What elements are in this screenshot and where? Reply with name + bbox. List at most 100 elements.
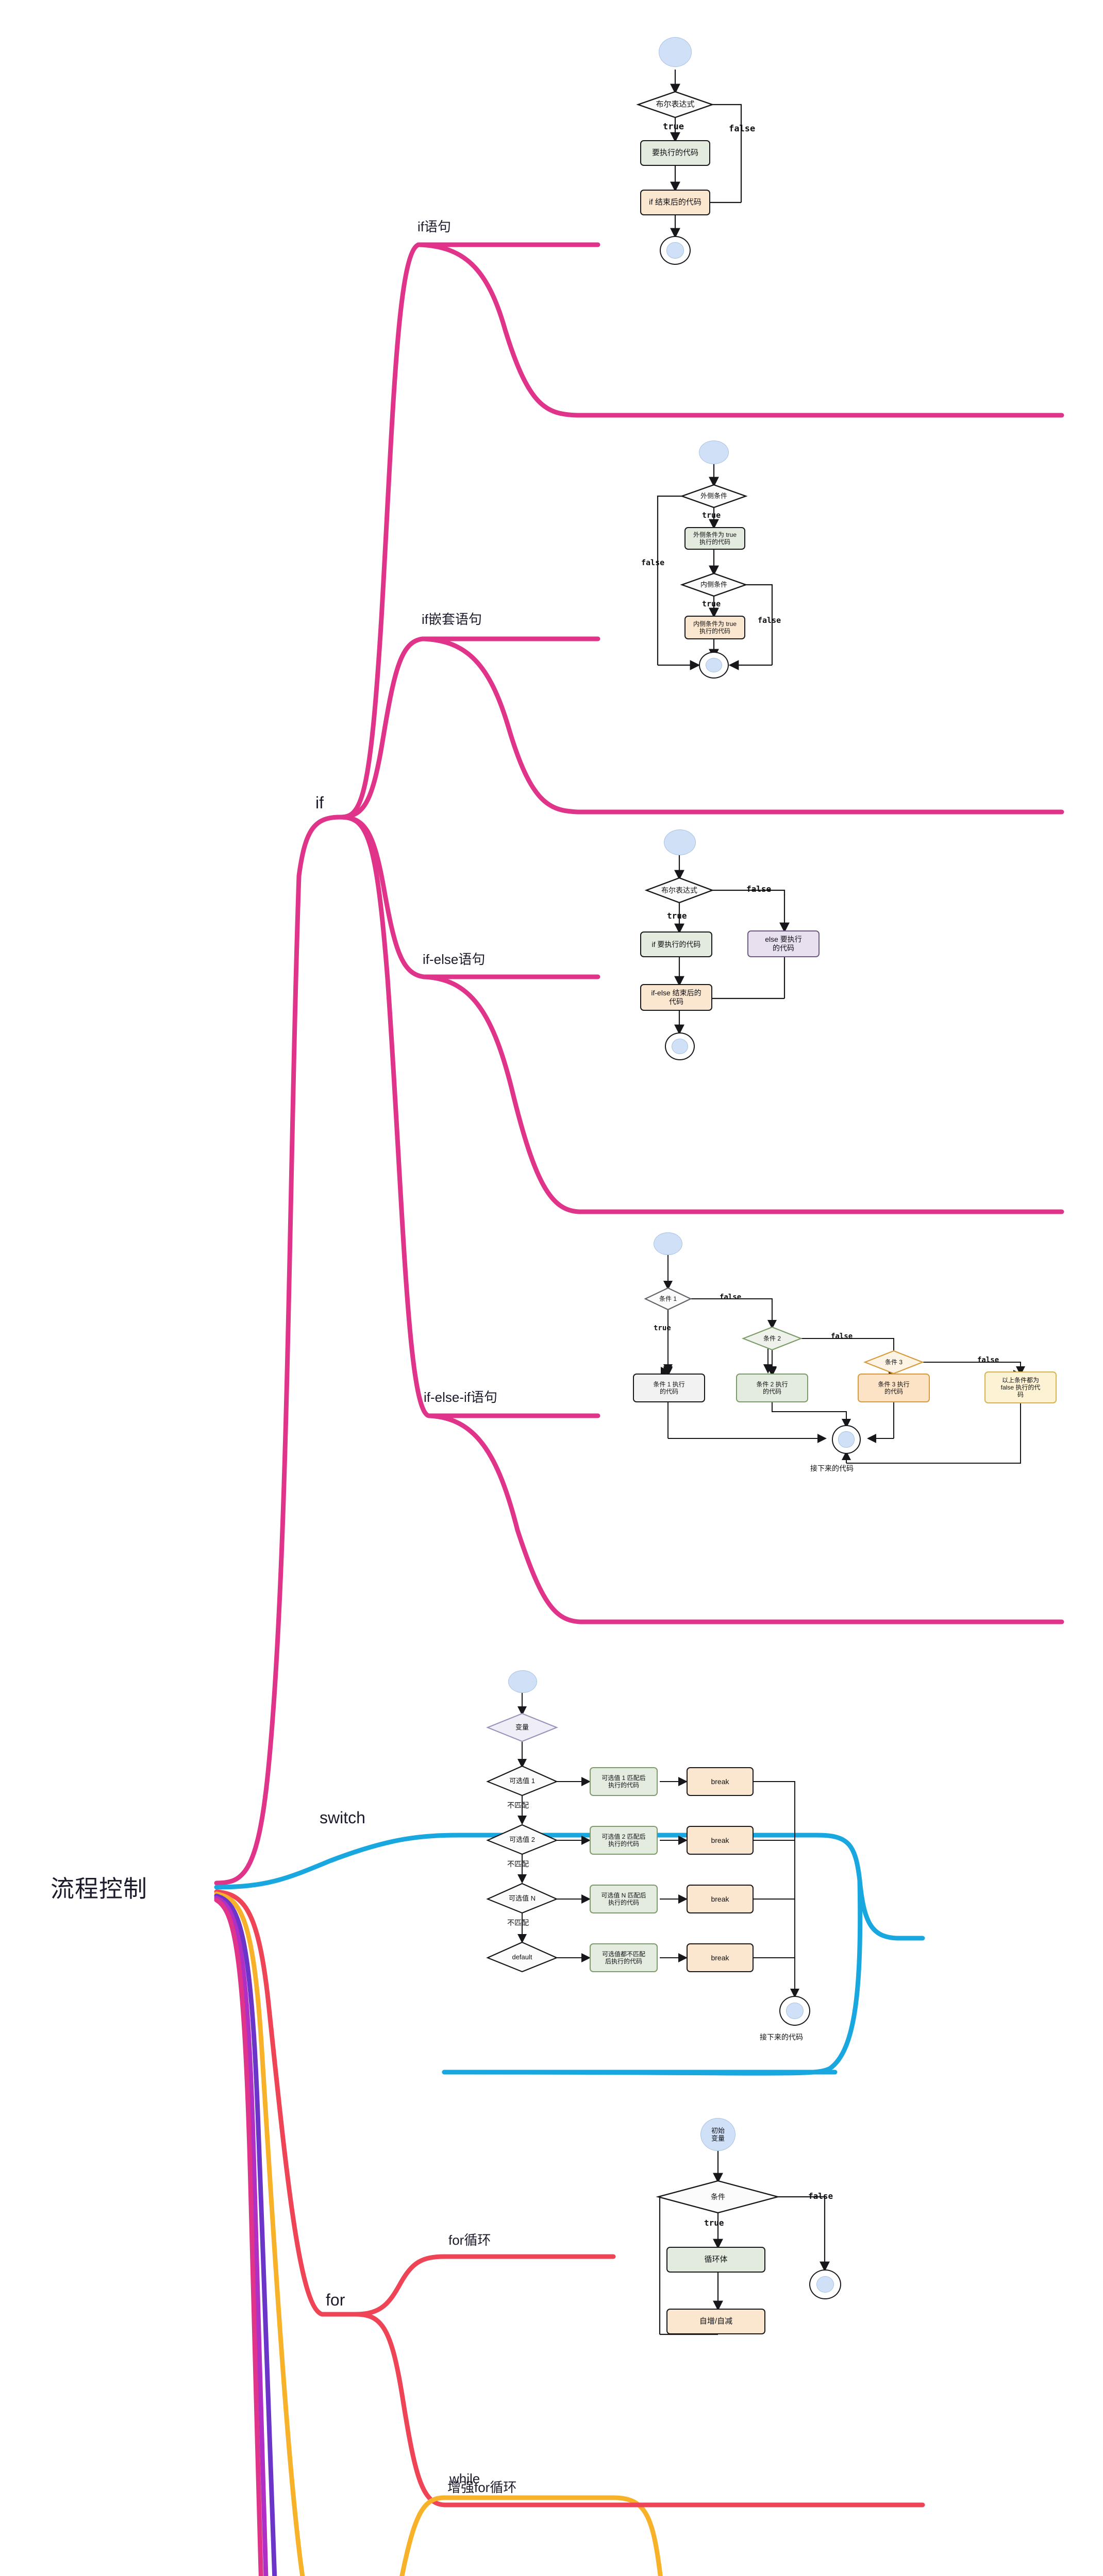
inner-body-line2: 执行的代码 [699,628,730,635]
outer-true-label: true [702,511,721,520]
body4-box: 以上条件都为 false 执行的代 码 [984,1371,1057,1403]
child-label-if-nested[interactable]: if嵌套语句 [422,612,482,627]
case1-body-box: 可选值 1 匹配后 执行的代码 [590,1767,658,1796]
start-node [654,1232,682,1255]
branch-label-switch[interactable]: switch [320,1808,365,1827]
case1-diamond: 可选值 1 [488,1766,557,1795]
case1-break-label: break [711,1777,729,1786]
caseN-label: 可选值 N [508,1894,536,1902]
inner-false-label: false [758,616,781,625]
flowchart-if-else: 布尔表达式 true false if 要执行的代码 else 要执行 的代码 … [603,814,850,1175]
body3-line1: 条件 3 执行 [878,1380,910,1388]
case2-body-line2: 执行的代码 [608,1840,639,1848]
end-node-inner [786,2002,804,2020]
flowchart-switch: 变量 可选值 1 不匹配 可选值 1 匹配后 执行的代码 break 可选值 2… [454,1670,845,2066]
case2-break-box: break [687,1826,754,1855]
case1-body-line1: 可选值 1 匹配后 [601,1774,646,1782]
branch-label-for[interactable]: for [326,2291,345,2309]
body1-box: 条件 1 执行 的代码 [633,1374,705,1402]
inner-condition-diamond: 内侧条件 [682,573,746,596]
else-body-line2: 的代码 [773,944,794,952]
next-code-caption: 接下来的代码 [810,1464,854,1472]
case1-label: 可选值 1 [509,1776,535,1785]
caseN-body-line2: 执行的代码 [608,1899,639,1906]
next-code-caption: 接下来的代码 [760,2033,803,2041]
after-if-else-box: if-else 结束后的 代码 [640,984,712,1011]
if-body-box: 要执行的代码 [640,140,710,166]
default-break-box: break [687,1943,754,1972]
end-node [832,1425,861,1454]
child-label-enhanced-for-loop[interactable]: 增强for循环 [447,2480,517,2495]
step-label: 自增/自减 [699,2317,733,2326]
condition-label: 条件 [711,2192,725,2201]
condition-diamond: 布尔表达式 [638,92,712,117]
cond2-label: 条件 2 [763,1334,781,1342]
child-label-if-statement[interactable]: if语句 [417,219,452,234]
loop-body-box: 循环体 [666,2247,765,2273]
else-body-box: else 要执行 的代码 [747,930,820,957]
inner-condition-label: 内侧条件 [700,581,727,589]
outer-false-label: false [641,558,665,567]
start-node [699,440,729,464]
child-label-while[interactable]: while [449,2471,480,2486]
body1-line1: 条件 1 执行 [653,1380,685,1388]
child-label-if-else[interactable]: if-else语句 [423,952,486,967]
case2-diamond: 可选值 2 [488,1825,557,1854]
child-label-if-else-if[interactable]: if-else-if语句 [424,1389,498,1405]
case2-body-box: 可选值 2 匹配后 执行的代码 [590,1826,658,1855]
body3-line2: 的代码 [884,1388,903,1395]
end-node [660,236,691,265]
case2-nomatch-label: 不匹配 [507,1860,529,1868]
false-edge-label: false [729,124,756,134]
cond3-diamond: 条件 3 [865,1351,923,1374]
body4-line2: false 执行的代 [1000,1383,1041,1391]
default-body-line2: 后执行的代码 [605,1958,642,1965]
end-node-inner [666,242,684,259]
case1-body-line2: 执行的代码 [608,1782,639,1789]
caseN-break-box: break [687,1885,754,1913]
case2-label: 可选值 2 [509,1835,535,1843]
start-node [659,37,692,67]
flowchart-for-loop: 初始 变量 条件 true false 循环体 自增/自减 [629,2115,866,2476]
inner-body-box: 内侧条件为 true 执行的代码 [684,616,745,639]
body2-line1: 条件 2 执行 [756,1380,788,1388]
cond1-true-label: true [654,1324,671,1332]
child-label-for-loop[interactable]: for循环 [448,2232,491,2248]
body3-box: 条件 3 执行 的代码 [858,1374,930,1402]
cond1-false-label: false [720,1293,742,1301]
body1-line2: 的代码 [659,1388,678,1395]
end-node [665,1032,695,1060]
root-node-label[interactable]: 流程控制 [51,1875,147,1902]
outer-condition-label: 外侧条件 [700,492,727,500]
cond2-diamond: 条件 2 [743,1327,801,1350]
true-edge-label: true [667,911,687,921]
end-node [699,652,729,679]
flowchart-if-else-if: 条件 1 条件 2 条件 3 true false false false 条件… [608,1232,1103,1597]
true-edge-label: true [704,2218,724,2228]
end-node-inner [705,657,723,673]
condition-diamond: 布尔表达式 [646,878,712,903]
end-node-inner [838,1431,855,1448]
flowchart-if-statement: 布尔表达式 true false 要执行的代码 if 结束后的代码 [598,31,835,392]
start-node [664,829,696,855]
outer-condition-diamond: 外侧条件 [682,485,746,507]
condition-diamond: 条件 [658,2181,778,2213]
default-break-label: break [711,1953,729,1962]
if-body-label: 要执行的代码 [651,148,698,158]
if-body-box: if 要执行的代码 [640,931,712,957]
body2-box: 条件 2 执行 的代码 [736,1374,808,1402]
loop-body-label: 循环体 [704,2255,728,2264]
case2-break-label: break [711,1836,729,1844]
caseN-body-box: 可选值 N 匹配后 执行的代码 [590,1885,658,1913]
cond3-false-label: false [977,1356,999,1364]
default-diamond: default [488,1942,557,1972]
else-body-line1: else 要执行 [765,935,802,944]
false-edge-label: false [746,884,772,894]
end-node-inner [816,2276,834,2293]
branch-label-if[interactable]: if [315,793,324,812]
step-box: 自增/自减 [666,2309,765,2334]
flowchart-if-nested: 外侧条件 true false 外侧条件为 true 执行的代码 内侧条件 tr… [588,440,835,801]
body4-line1: 以上条件都为 [1001,1376,1039,1384]
after-line1: if-else 结束后的 [651,989,701,997]
